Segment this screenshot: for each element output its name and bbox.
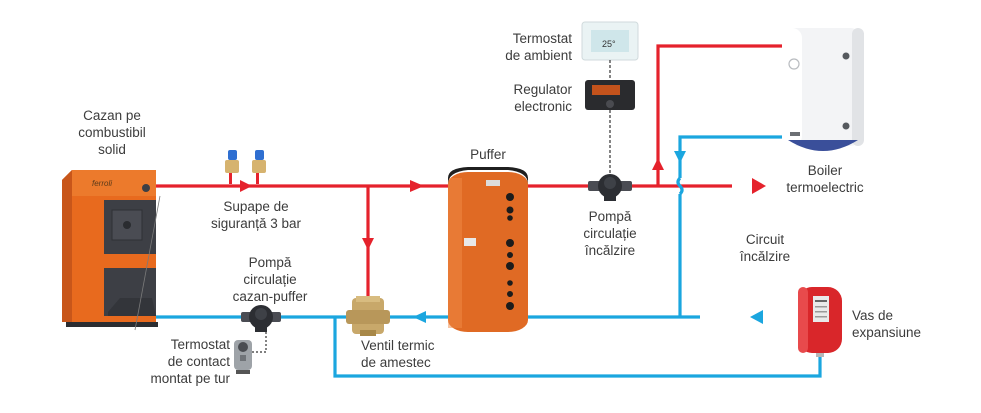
label-pump-heating: Pompă circulație încălzire: [583, 209, 637, 258]
pipe-crossover: [676, 176, 684, 196]
hot-pipe-to-boiler-termoelectric: [656, 44, 782, 186]
circulation-pump-boiler-puffer: [241, 305, 281, 332]
hot-arrow: [240, 180, 252, 192]
safety-valves: [225, 150, 266, 184]
cold-pipes: [150, 135, 822, 378]
cold-pipe-circuit-vertical: [678, 135, 782, 317]
label-electronic-regulator: Regulator electronic: [513, 82, 572, 114]
thermostatic-mixing-valve: [346, 296, 390, 336]
puffer-tank: [448, 167, 528, 332]
label-pump-boiler-puffer: Pompă circulație cazan-puffer: [232, 255, 308, 304]
cold-arrow: [750, 310, 763, 324]
label-electric-water-heater: Boiler termoelectric: [786, 163, 864, 195]
label-room-thermostat: Termostat de ambient: [505, 31, 572, 63]
cold-arrow: [413, 311, 426, 323]
hot-arrow: [652, 158, 664, 170]
puffer-ports: [506, 193, 514, 310]
cold-arrow: [674, 151, 686, 163]
label-puffer: Puffer: [470, 147, 506, 162]
label-safety-valves: Supape de siguranță 3 bar: [210, 199, 302, 231]
label-mixing-valve: Ventil termic de amestec: [361, 338, 435, 370]
boiler-brand-logo: ferroli: [92, 179, 112, 188]
safety-valve: [225, 150, 239, 184]
thermostat-display: 25°: [602, 39, 616, 49]
label-solid-fuel-boiler: Cazan pe combustibil solid: [78, 108, 146, 157]
label-contact-thermostat: Termostat de contact montat pe tur: [150, 337, 230, 386]
hot-arrow: [362, 238, 374, 250]
hot-flow-arrows: [240, 158, 766, 250]
circulation-pump-heating: [588, 174, 632, 201]
safety-valve: [252, 150, 266, 184]
electronic-regulator: [585, 80, 635, 110]
room-thermostat: 25°: [581, 21, 639, 61]
cold-pipe-expansion-loop: [333, 317, 822, 378]
contact-thermostat: [234, 340, 252, 374]
hot-arrow: [752, 178, 766, 194]
hot-arrow: [410, 180, 424, 192]
pump-control-wire: [248, 332, 267, 353]
label-heating-circuit: Circuit încălzire: [739, 232, 791, 264]
thermostat-sensor-wire: [134, 195, 161, 331]
expansion-vessel: [798, 287, 842, 357]
label-expansion-vessel: Vas de expansiune: [852, 308, 922, 340]
electric-water-heater: [782, 28, 864, 151]
cold-flow-arrows: [413, 151, 763, 324]
solid-fuel-boiler: ferroli: [62, 170, 158, 327]
